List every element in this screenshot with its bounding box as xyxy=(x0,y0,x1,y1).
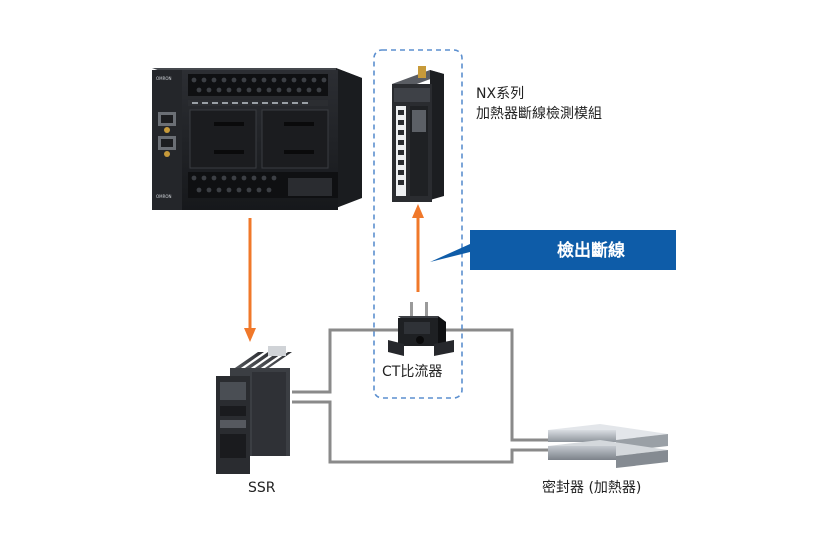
module-label-line2: 加熱器斷線檢測模組 xyxy=(476,106,602,122)
svg-text:OMRON: OMRON xyxy=(156,194,172,199)
wiring xyxy=(292,328,548,464)
wire-ssr-to-heater xyxy=(292,400,548,464)
arrow-plc-to-ssr-head xyxy=(244,328,256,342)
ct-label: CT比流器 xyxy=(382,364,443,380)
signal-arrows xyxy=(244,204,424,342)
arrow-ct-to-nx-head xyxy=(412,204,424,218)
nx-module-image xyxy=(392,66,444,202)
ct-sensor-image xyxy=(388,302,454,356)
svg-text:OMRON: OMRON xyxy=(156,76,172,81)
heater-image xyxy=(548,424,668,468)
callout-text: 檢出斷線 xyxy=(557,241,625,261)
ssr-label: SSR xyxy=(248,480,276,496)
module-label-line1: NX系列 xyxy=(476,86,525,102)
plc-controller-image: OMRON xyxy=(152,68,362,210)
callout-box xyxy=(430,230,676,270)
ssr-image xyxy=(216,346,292,474)
heater-label: 密封器 (加熱器) xyxy=(542,480,642,496)
nx-module-group-border xyxy=(373,49,463,399)
